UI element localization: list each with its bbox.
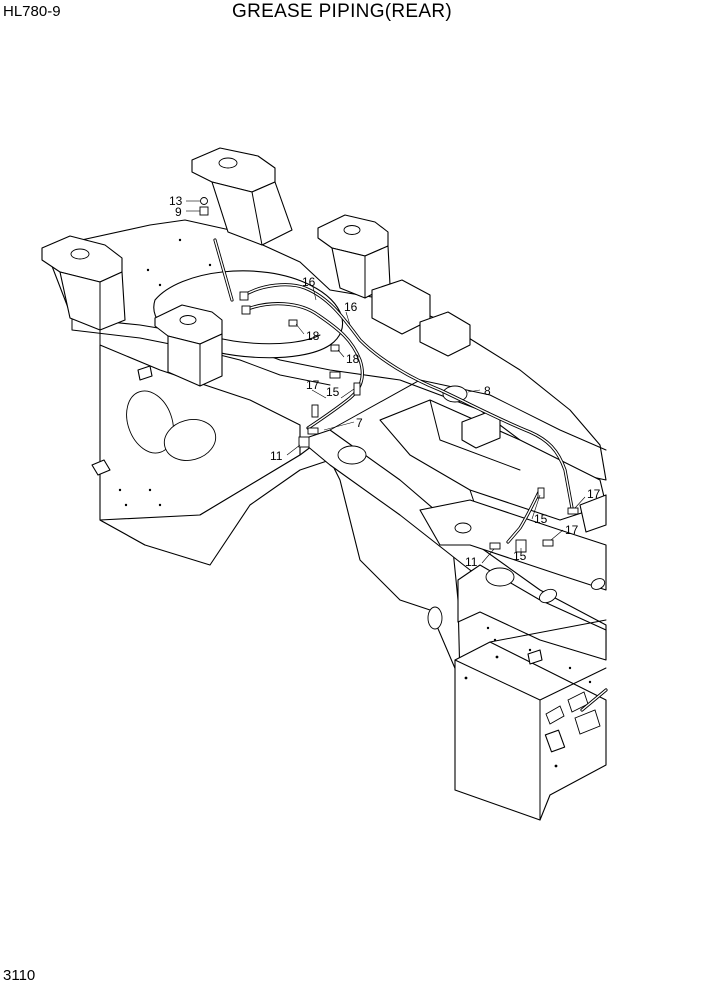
rear-cross-plate (419, 499, 607, 591)
page-title: GREASE PIPING(REAR) (232, 1, 453, 22)
callout-label: 15 (534, 512, 548, 526)
callout-label: 17 (587, 487, 601, 501)
callout-label: 18 (306, 329, 320, 343)
mount-tower-right (317, 214, 391, 299)
mount-tower-left (41, 235, 126, 331)
callout-label: 15 (513, 549, 527, 563)
callout-label: 17 (565, 523, 579, 537)
mount-tower-center-top (191, 147, 293, 246)
grease-block (545, 705, 565, 725)
callout-leaders (186, 200, 586, 564)
rear-plate (579, 494, 607, 533)
callout-label: 11 (270, 449, 283, 463)
rear-frame (44, 219, 607, 684)
callout-label: 15 (326, 385, 340, 399)
callout-label: 11 (465, 555, 478, 569)
model-code: HL780-9 (3, 3, 61, 20)
callout-label: 8 (484, 384, 491, 398)
callout-labels: 13 9 16 16 18 18 17 15 7 8 11 17 15 17 1… (169, 194, 601, 569)
callout-label: 16 (302, 275, 316, 289)
callout-label: 18 (346, 352, 360, 366)
callout-label: 7 (356, 416, 363, 430)
right-bracket-2 (419, 311, 471, 357)
rear-box (454, 619, 607, 821)
callout-label: 16 (344, 300, 358, 314)
page-number: 3110 (3, 967, 36, 984)
callout-label: 17 (306, 378, 320, 392)
grease-fittings (199, 197, 579, 553)
callout-label: 13 (169, 194, 183, 208)
mount-tower-center-low (154, 304, 223, 387)
callout-label: 9 (175, 205, 182, 219)
